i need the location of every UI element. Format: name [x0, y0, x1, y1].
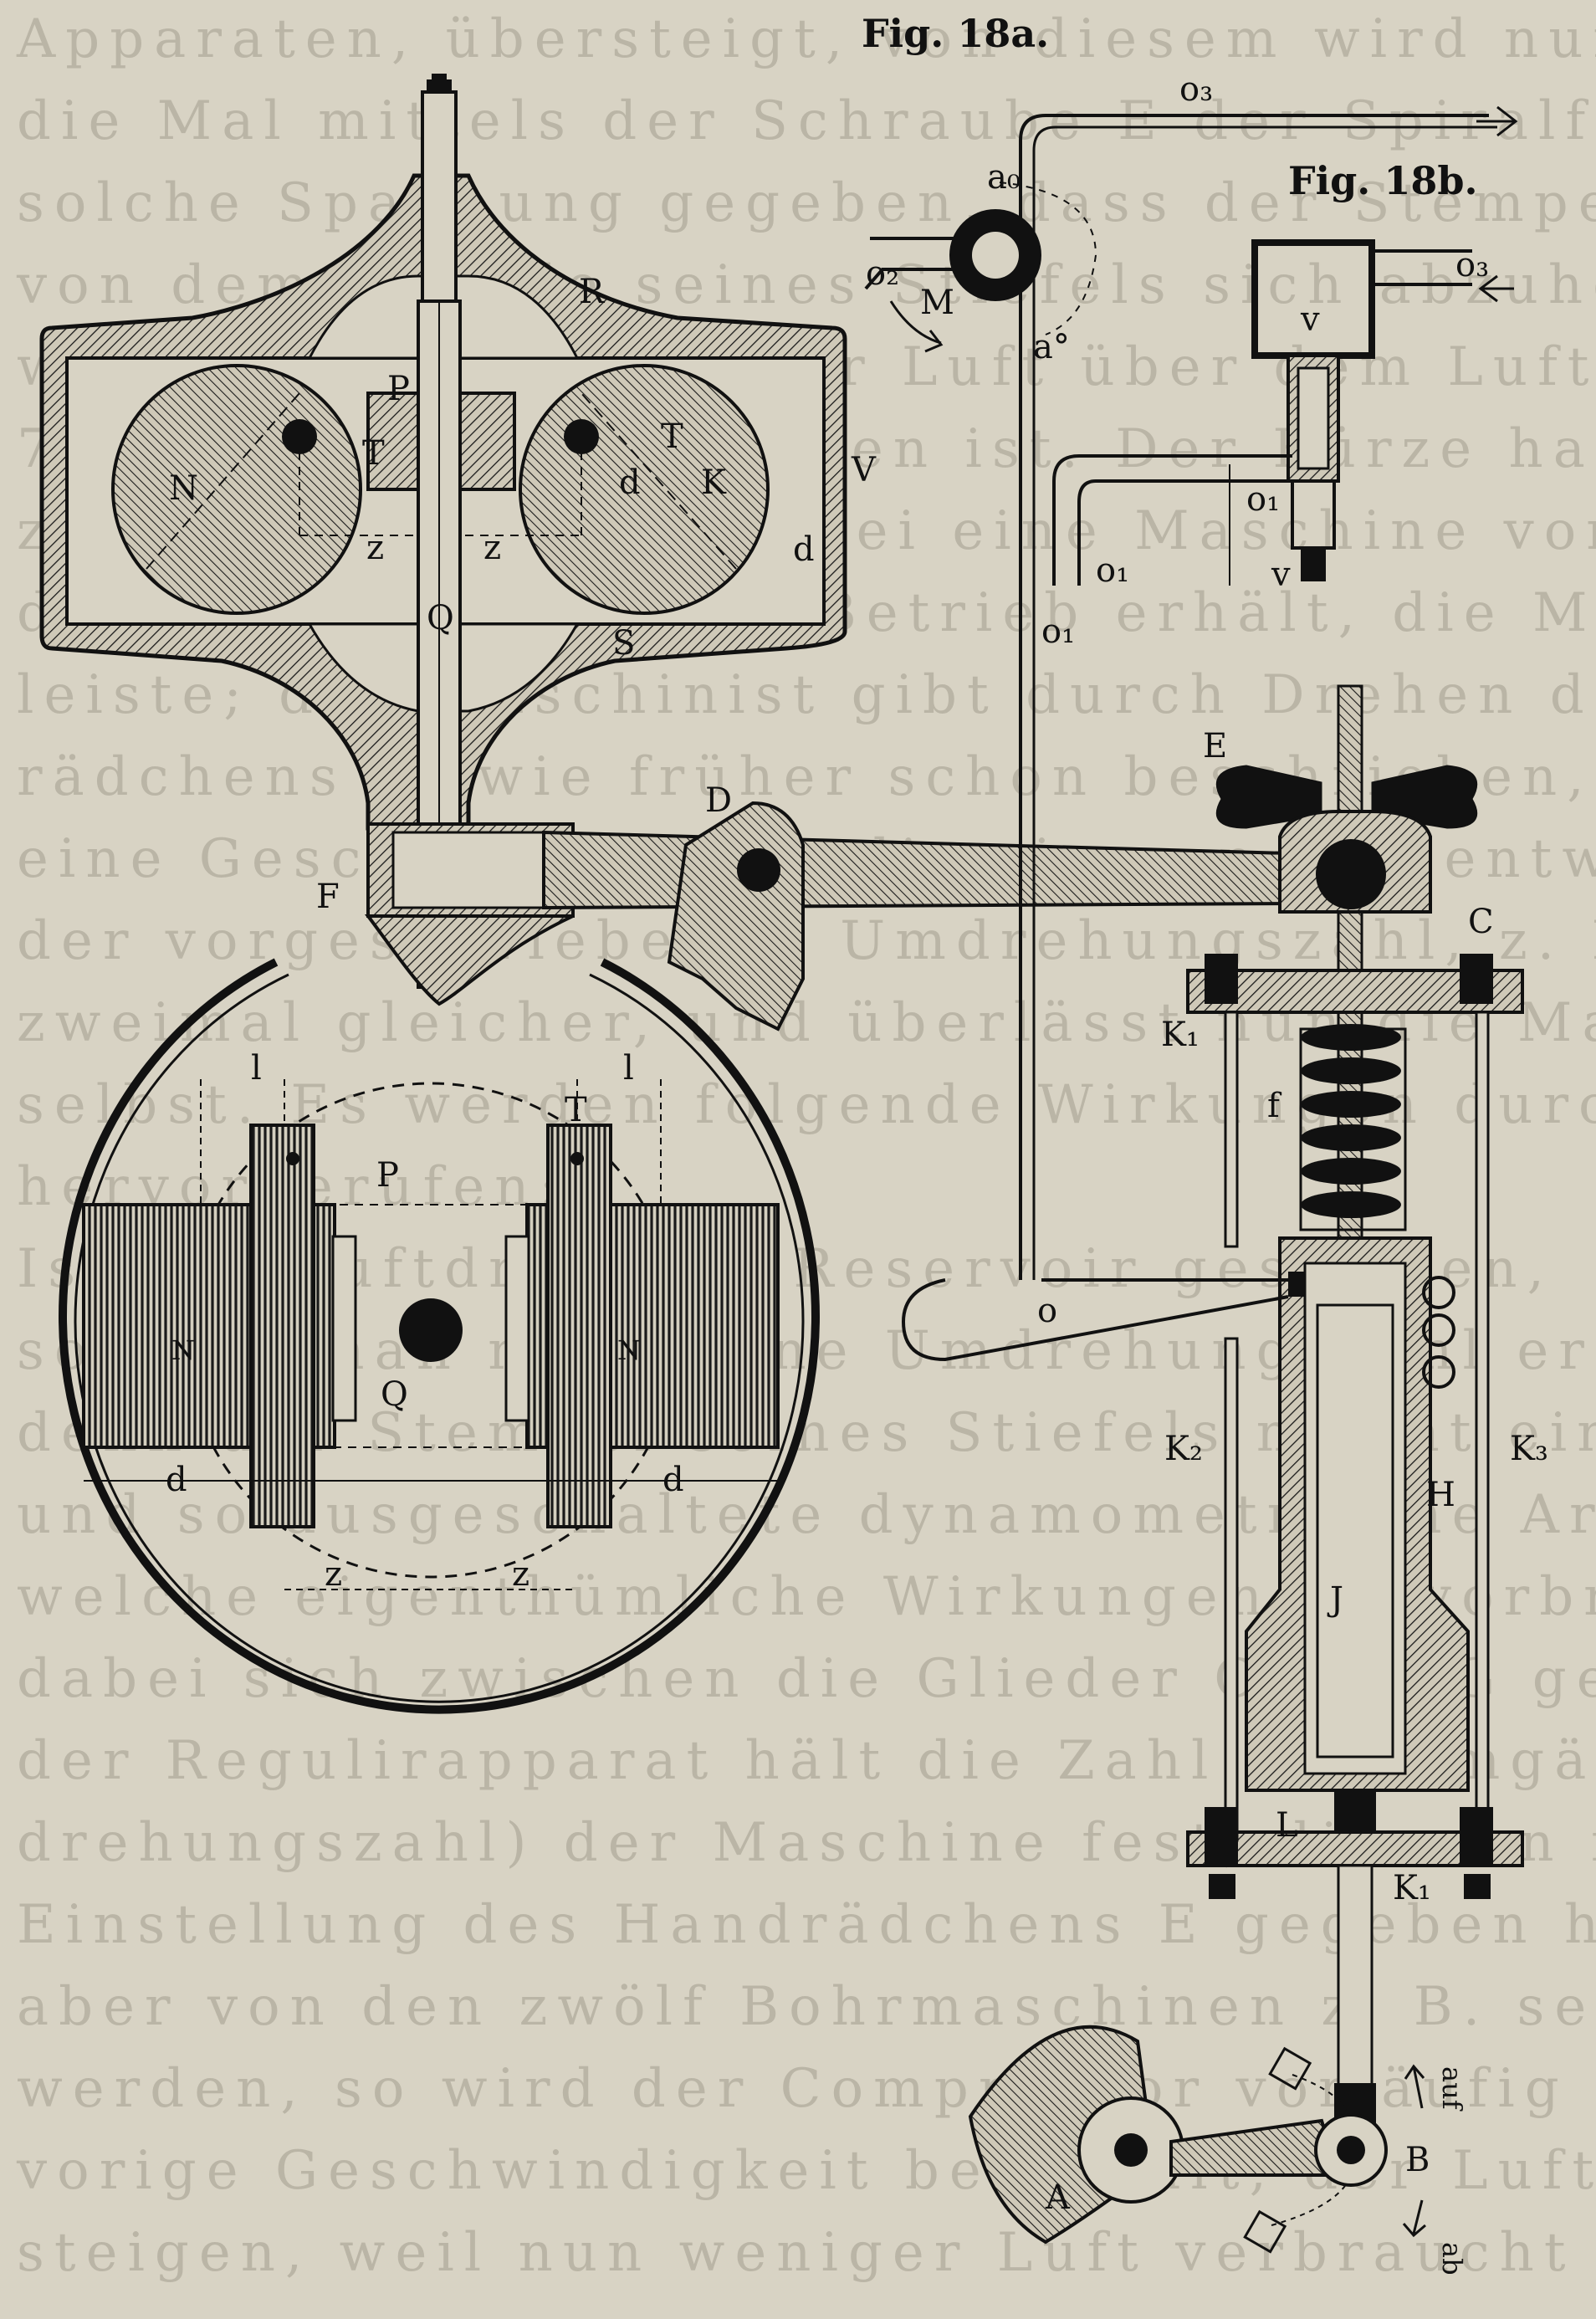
label-ab: ab — [1436, 2242, 1468, 2275]
governor-plan-view — [59, 958, 820, 1714]
label-P-lower: P — [376, 1156, 399, 1195]
label-E: E — [1203, 727, 1227, 765]
label-l-right: l — [623, 1049, 634, 1088]
label-K: K — [701, 463, 727, 502]
label-T-right: T — [661, 417, 683, 456]
background-text-line: der vorgeschriebenen Umdrehungszahl, z. … — [17, 910, 1596, 972]
governor-balls — [111, 364, 770, 615]
label-K1-bottom: K₁ — [1393, 1869, 1431, 1907]
background-text-line: werden, so wird der Compressor vorläufig… — [17, 2058, 1596, 2120]
label-v-top: v — [1300, 300, 1320, 339]
caption-fig-18a: Fig. 18a. — [862, 11, 1049, 56]
label-z-right-lower: z — [512, 1555, 529, 1594]
label-d-ball: d — [619, 463, 641, 502]
label-o2: o₂ — [866, 254, 899, 293]
regulator-column — [901, 684, 1524, 2133]
label-M: M — [920, 284, 954, 322]
label-C: C — [1468, 903, 1494, 941]
label-a0-lower: a° — [1033, 328, 1070, 366]
label-o: o — [1037, 1292, 1057, 1330]
label-K3: K₃ — [1510, 1430, 1548, 1468]
label-A: A — [1045, 2178, 1071, 2217]
label-d-side: d — [793, 530, 815, 569]
label-N-right: N — [617, 1334, 641, 1366]
label-l-left: l — [251, 1049, 262, 1088]
label-f: f — [1267, 1087, 1282, 1125]
label-N: N — [169, 469, 198, 508]
background-text-line: Einstellung des Handrädchens E gegeben h… — [17, 1894, 1596, 1956]
label-auf: auf — [1436, 2066, 1468, 2112]
background-text-line: aber von den zwölf Bohrmaschinen z. B. s… — [17, 1976, 1596, 2038]
label-o3-fig18b: o₃ — [1455, 246, 1489, 284]
label-J: J — [1327, 1580, 1343, 1619]
background-text-line: die Mal mittels der Schraube E der Spira… — [17, 90, 1596, 152]
label-K2: K₂ — [1164, 1430, 1203, 1468]
label-P: P — [387, 370, 410, 408]
label-S: S — [612, 624, 635, 663]
label-N-left: N — [171, 1334, 195, 1366]
background-text-line: Apparaten, übersteigt, von diesem wird n… — [17, 8, 1596, 70]
valve-M — [864, 105, 1518, 1280]
label-d-left: d — [166, 1461, 187, 1499]
background-text-line: rädchens E, wie früher schon beschrieben… — [17, 746, 1596, 808]
label-B: B — [1405, 2141, 1430, 2179]
label-z-left-lower: z — [325, 1555, 342, 1594]
label-Q-lower: Q — [381, 1375, 408, 1414]
label-o1-valve: o₁ — [1246, 480, 1280, 519]
label-F: F — [316, 878, 340, 916]
label-Q: Q — [427, 599, 454, 637]
lever-D — [542, 801, 1290, 1032]
label-v-bottom: v — [1271, 555, 1291, 594]
label-T: T — [362, 434, 385, 473]
label-K1: K₁ — [1161, 1016, 1200, 1054]
label-o1-fig18b: o₁ — [1096, 551, 1129, 590]
label-H: H — [1426, 1476, 1455, 1514]
label-T-lower: T — [565, 1091, 587, 1129]
label-o1-pipe: o₁ — [1041, 612, 1075, 651]
label-z-right: z — [483, 529, 501, 567]
label-o3-top: o₃ — [1179, 70, 1213, 109]
label-a0: a₀ — [987, 158, 1021, 197]
collar-F — [365, 822, 575, 1006]
caption-fig-18b: Fig. 18b. — [1288, 158, 1478, 203]
label-d-right: d — [662, 1461, 684, 1499]
background-text-line: solche Spannung gegeben, dass der Stempe… — [17, 172, 1596, 234]
label-L: L — [1276, 1806, 1298, 1845]
label-V: V — [851, 451, 877, 489]
crank-A-B — [968, 2025, 1426, 2254]
label-z-left: z — [366, 529, 384, 567]
check-valve-fig18b — [1052, 239, 1514, 586]
label-D: D — [705, 781, 732, 820]
background-text-line: steigen, weil nun weniger Luft verbrauch… — [17, 2222, 1596, 2284]
label-R: R — [579, 273, 606, 311]
